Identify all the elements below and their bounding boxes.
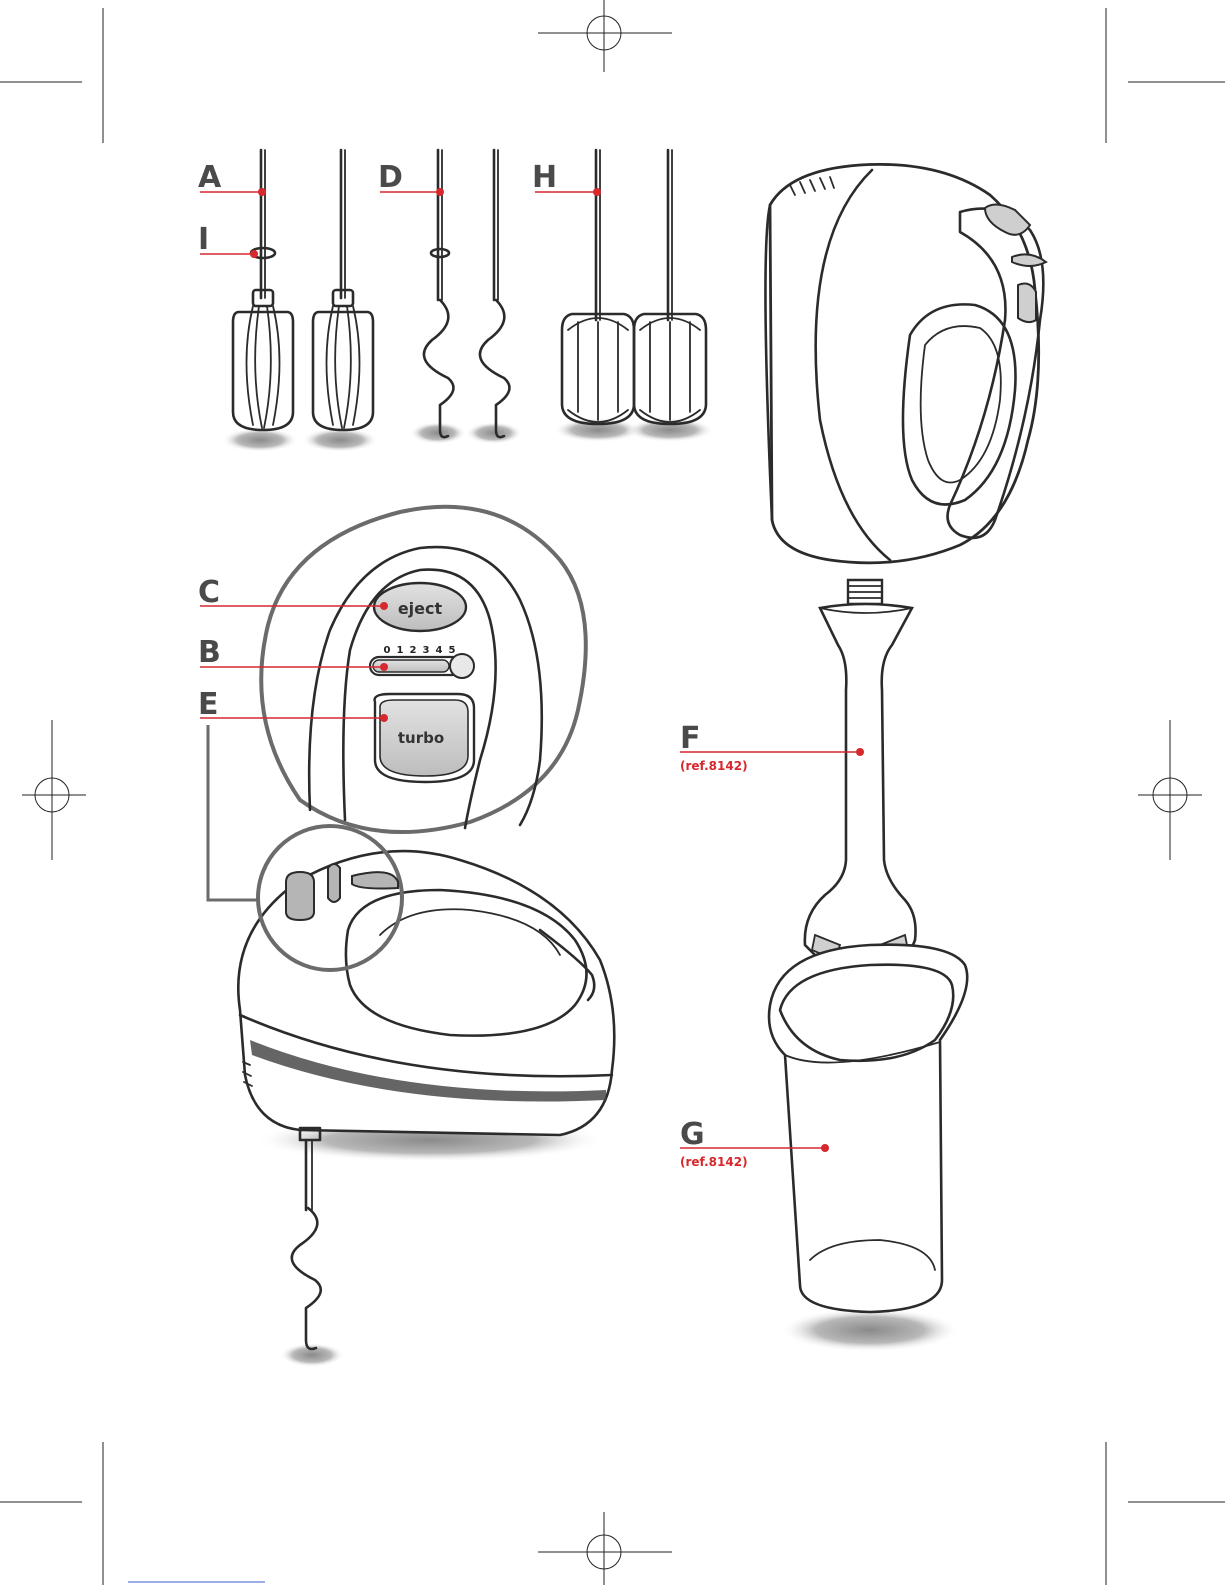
registration-mark-left xyxy=(22,720,86,860)
beater-pair xyxy=(222,150,378,452)
callout-i: I xyxy=(198,222,209,257)
callout-g: G xyxy=(680,1117,705,1152)
speed-tick-1: 1 xyxy=(397,645,404,656)
speed-tick-4: 4 xyxy=(436,645,443,656)
turbo-button-label: turbo xyxy=(398,729,444,747)
registration-mark-right xyxy=(1138,720,1202,860)
speed-slider-knob[interactable] xyxy=(450,654,474,678)
eject-button-label: eject xyxy=(398,599,443,618)
whisk-pair xyxy=(554,150,714,442)
registration-mark-top xyxy=(538,0,672,72)
callout-d: D xyxy=(378,160,403,195)
crop-marks xyxy=(0,8,1225,1585)
hand-mixer-body xyxy=(238,851,614,1367)
callout-f-ref: (ref.8142) xyxy=(680,759,748,773)
registration-mark-bottom xyxy=(538,1512,672,1585)
speed-tick-5: 5 xyxy=(449,645,456,656)
speed-tick-0: 0 xyxy=(384,645,391,656)
callout-h: H xyxy=(532,160,557,195)
speed-tick-3: 3 xyxy=(423,645,430,656)
callout-c: C xyxy=(198,575,220,610)
motor-unit xyxy=(765,164,1046,562)
callout-e: E xyxy=(198,687,219,722)
zoom-connector xyxy=(208,725,258,900)
turbo-button[interactable]: turbo xyxy=(375,694,474,782)
callout-b: B xyxy=(198,635,221,670)
callout-g-ref: (ref.8142) xyxy=(680,1155,748,1169)
callout-f: F xyxy=(680,721,701,756)
dough-hook-pair xyxy=(410,150,522,444)
callout-a: A xyxy=(198,160,222,195)
speed-tick-2: 2 xyxy=(410,645,417,656)
blender-wand xyxy=(805,580,916,970)
